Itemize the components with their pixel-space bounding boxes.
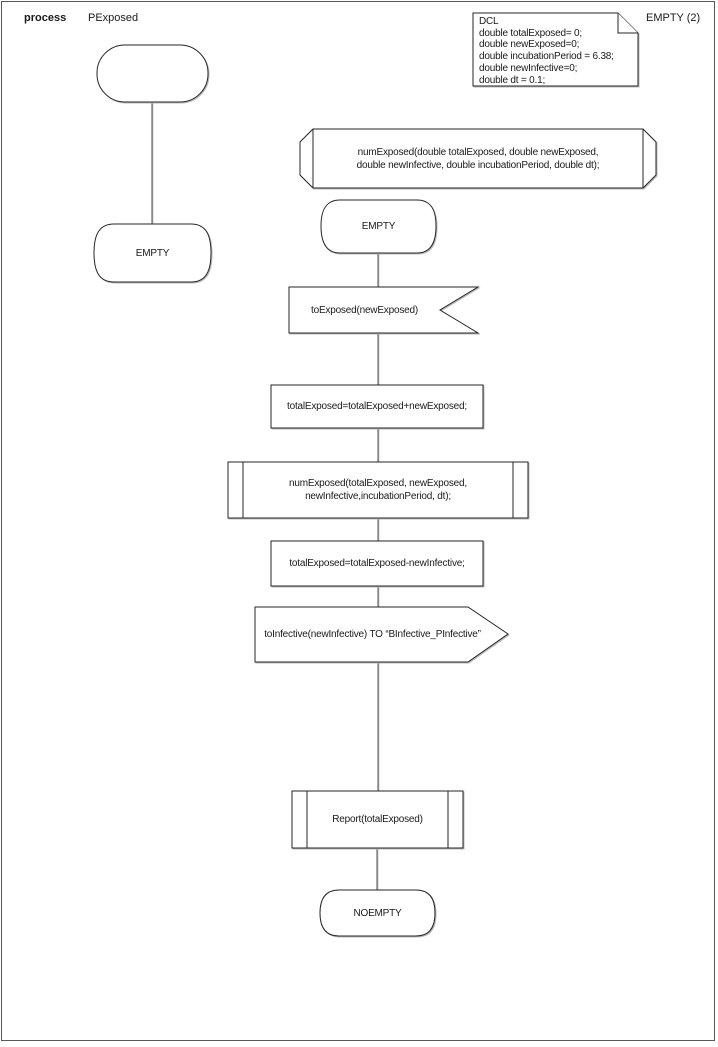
state-symbol-empty-left[interactable] <box>93 223 212 283</box>
procedure-call-numexposed-symbol[interactable] <box>227 461 529 519</box>
task-subtract-label: totalExposed=totalExposed-newInfective; <box>289 558 465 569</box>
procedure-call-line1: numExposed(totalExposed, newExposed, <box>289 478 467 489</box>
procedure-call-report-symbol[interactable] <box>291 790 464 849</box>
procedure-call-line2: newInfective,incubationPeriod, dt); <box>305 491 451 502</box>
input-signal-label: toExposed(newExposed) <box>311 304 418 316</box>
task-add-label: totalExposed=totalExposed+newExposed; <box>287 401 467 412</box>
dcl-line: double totalExposed= 0; <box>479 27 582 39</box>
procedure-call-report-label: Report(totalExposed) <box>332 814 423 825</box>
task-symbol-subtract[interactable] <box>270 540 484 587</box>
dcl-note-shape[interactable] <box>472 12 639 87</box>
state-empty-main-label: EMPTY <box>361 221 396 232</box>
procedure-declaration-line2: double newInfective, double incubationPe… <box>356 159 600 171</box>
process-keyword-label: process <box>24 12 67 24</box>
state-empty-left-label: EMPTY <box>135 247 170 259</box>
diagram-nodes <box>93 12 657 937</box>
dcl-line: double newInfective=0; <box>479 62 578 74</box>
page-reference-label: EMPTY (2) <box>646 12 701 24</box>
dcl-note-fold-corner <box>617 13 638 34</box>
input-signal-symbol[interactable] <box>288 286 480 334</box>
dcl-line: double newExposed=0; <box>479 39 580 51</box>
output-signal-label: toInfective(newInfective) TO “BInfective… <box>264 629 481 640</box>
dcl-line: double incubationPeriod = 6.38; <box>479 51 614 63</box>
start-symbol[interactable] <box>96 44 209 103</box>
procedure-call-numexposed-label: numExposed(totalExposed, newExposed, new… <box>243 462 513 518</box>
connector-lines <box>151 102 379 890</box>
task-symbol-add[interactable] <box>270 384 484 429</box>
state-symbol-empty-main[interactable] <box>320 199 437 254</box>
dcl-declarations-text: DCL double totalExposed= 0; double newEx… <box>479 16 635 86</box>
procedure-declaration-line1: numExposed(double totalExposed, double n… <box>357 146 599 158</box>
dcl-line: double dt = 0.1; <box>479 74 546 86</box>
state-symbol-noempty[interactable] <box>319 889 436 937</box>
state-noempty-label: NOEMPTY <box>353 907 402 919</box>
procedure-declaration-label: numExposed(double totalExposed, double n… <box>300 129 656 188</box>
process-name-label: PExposed <box>88 12 139 24</box>
dcl-line: DCL <box>479 16 499 27</box>
output-signal-symbol[interactable] <box>254 606 509 663</box>
